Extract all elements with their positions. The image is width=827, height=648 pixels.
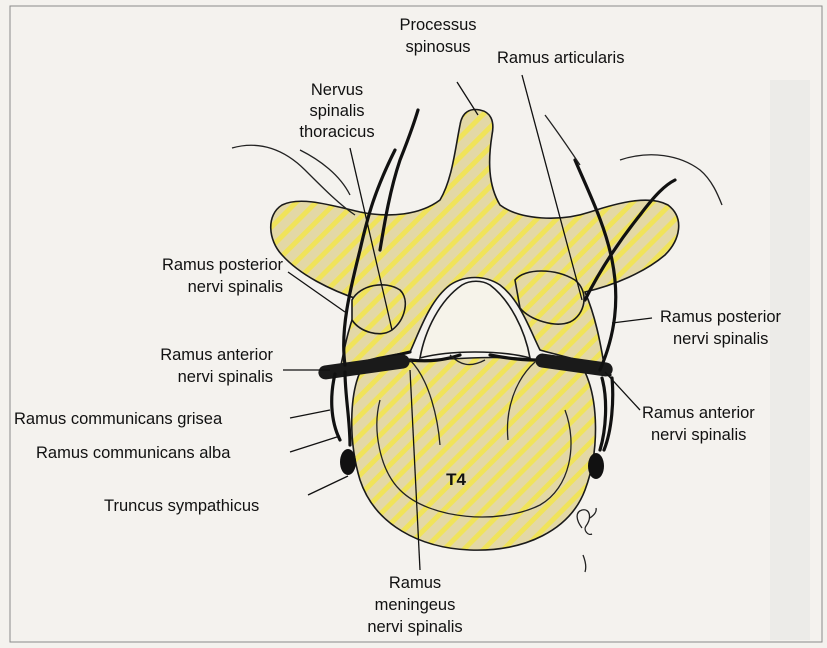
label-ramus-posterior-left-line2: nervi spinalis — [188, 278, 283, 296]
label-ramus-anterior-left-line1: Ramus anterior — [160, 346, 273, 364]
sympathetic-ganglion-right — [588, 453, 604, 479]
label-processus-spinosus-line1: Processus — [399, 16, 476, 34]
label-nervus-line3: thoracicus — [299, 123, 374, 141]
label-meningeus-line2: meningeus — [375, 596, 456, 614]
label-ramus-anterior-right-line2: nervi spinalis — [651, 426, 746, 444]
label-ramus-posterior-right-line2: nervi spinalis — [673, 330, 768, 348]
label-ramus-posterior-right-line1: Ramus posterior — [660, 308, 782, 326]
label-ramus-articularis: Ramus articularis — [497, 49, 624, 67]
label-ramus-anterior-left-line2: nervi spinalis — [178, 368, 273, 386]
label-comm-grisea: Ramus communicans grisea — [14, 410, 223, 428]
vertebral-body — [352, 358, 596, 551]
label-nervus-line2: spinalis — [309, 102, 364, 120]
label-meningeus-line1: Ramus — [389, 574, 441, 592]
label-truncus: Truncus sympathicus — [104, 497, 259, 515]
label-processus-spinosus-line2: spinosus — [405, 38, 470, 56]
label-comm-alba: Ramus communicans alba — [36, 444, 231, 462]
sympathetic-ganglion-left — [340, 449, 356, 475]
label-nervus-line1: Nervus — [311, 81, 363, 99]
label-vertebra-t4: T4 — [446, 470, 466, 489]
label-ramus-posterior-left-line1: Ramus posterior — [162, 256, 284, 274]
label-ramus-anterior-right-line1: Ramus anterior — [642, 404, 755, 422]
label-meningeus-line3: nervi spinalis — [367, 618, 462, 636]
background-page-strip — [770, 80, 810, 640]
